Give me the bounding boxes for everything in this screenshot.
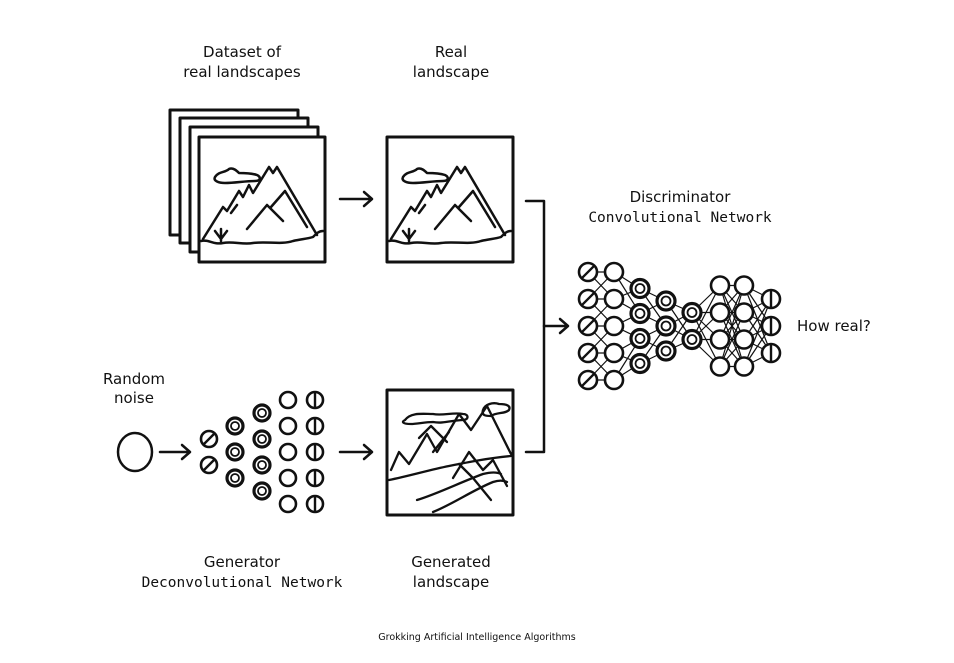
discriminator-node-l1-4 (577, 342, 599, 364)
discriminator-node-l7-4 (733, 356, 755, 377)
generator-node-l1-1 (199, 429, 219, 449)
real-landscape-label-line2: landscape (413, 63, 489, 81)
generator-node-l3-3 (252, 455, 272, 475)
generator-label-line2: Deconvolutional Network (142, 575, 343, 591)
discriminator-node-l1-2 (577, 288, 599, 310)
discriminator-node-l6-1 (709, 275, 731, 296)
discriminator-node-l8-2 (760, 315, 782, 337)
generator-node-l5-3 (305, 442, 325, 462)
generator-node-l2-2 (225, 442, 245, 462)
generator-node-l4-4 (278, 468, 298, 488)
discriminator-node-l4-3 (655, 340, 677, 362)
real-landscape-image (385, 135, 515, 264)
discriminator-node-l2-1 (603, 261, 625, 283)
discriminator-node-l6-3 (709, 329, 731, 350)
discriminator-node-l2-4 (603, 342, 625, 364)
arrow-dataset-to-real (338, 190, 374, 208)
generated-label-line1: Generated (411, 553, 491, 571)
arrow-noise-to-generator (158, 443, 192, 461)
noise-label-line1: Random (103, 370, 165, 388)
generator-node-l4-3 (278, 442, 298, 462)
generated-landscape-image (385, 388, 515, 517)
discriminator-node-l4-2 (655, 315, 677, 337)
discriminator-node-l8-1 (760, 288, 782, 310)
discriminator-node-l2-2 (603, 288, 625, 310)
dataset-label-line2: real landscapes (183, 63, 301, 81)
generated-label-line2: landscape (413, 573, 489, 591)
generator-node-l1-2 (199, 455, 219, 475)
discriminator-node-l3-4 (629, 352, 651, 375)
discriminator-node-l2-5 (603, 369, 625, 391)
discriminator-node-l7-2 (733, 302, 755, 323)
discriminator-label-line1: Discriminator (630, 188, 732, 206)
generator-node-l5-2 (305, 416, 325, 436)
discriminator-node-l2-3 (603, 315, 625, 337)
discriminator-node-l6-4 (709, 356, 731, 377)
footer-credit: Grokking Artificial Intelligence Algorit… (378, 632, 576, 643)
discriminator-node-l7-1 (733, 275, 755, 296)
dataset-label-line1: Dataset of (203, 43, 282, 61)
generator-node-l3-1 (252, 403, 272, 423)
generator-node-l3-2 (252, 429, 272, 449)
discriminator-label-line2: Convolutional Network (588, 210, 772, 226)
discriminator-node-l5-1 (681, 301, 703, 324)
discriminator-node-l7-3 (733, 329, 755, 350)
noise-node (116, 431, 154, 473)
discriminator-node-l3-2 (629, 302, 651, 325)
discriminator-node-l1-3 (577, 315, 599, 337)
arrow-generator-to-generated (338, 443, 374, 461)
noise-label-line2: noise (114, 389, 154, 407)
discriminator-node-l6-2 (709, 302, 731, 323)
discriminator-node-l1-5 (577, 369, 599, 391)
generator-label-line1: Generator (204, 553, 281, 571)
generator-node-l5-1 (305, 390, 325, 410)
generator-node-l5-5 (305, 494, 325, 514)
generator-node-l4-1 (278, 390, 298, 410)
discriminator-node-l1-1 (577, 261, 599, 283)
generator-node-l2-1 (225, 416, 245, 436)
discriminator-node-l8-3 (760, 342, 782, 364)
discriminator-node-l5-2 (681, 328, 703, 351)
merge-bracket (524, 199, 570, 454)
connection (743, 298, 772, 367)
generator-network (199, 390, 325, 514)
how-real-label: How real? (797, 317, 871, 335)
generator-node-l5-4 (305, 468, 325, 488)
dataset-image-1 (197, 135, 327, 264)
discriminator-node-l4-1 (655, 290, 677, 312)
generator-node-l3-4 (252, 481, 272, 501)
discriminator-node-l3-3 (629, 327, 651, 350)
generator-node-l4-5 (278, 494, 298, 514)
connection (719, 285, 745, 367)
dataset-stack (168, 108, 327, 264)
generator-node-l4-2 (278, 416, 298, 436)
generator-node-l2-3 (225, 468, 245, 488)
discriminator-network (577, 261, 782, 391)
discriminator-node-l3-1 (629, 277, 651, 300)
real-landscape-label-line1: Real (435, 43, 467, 61)
